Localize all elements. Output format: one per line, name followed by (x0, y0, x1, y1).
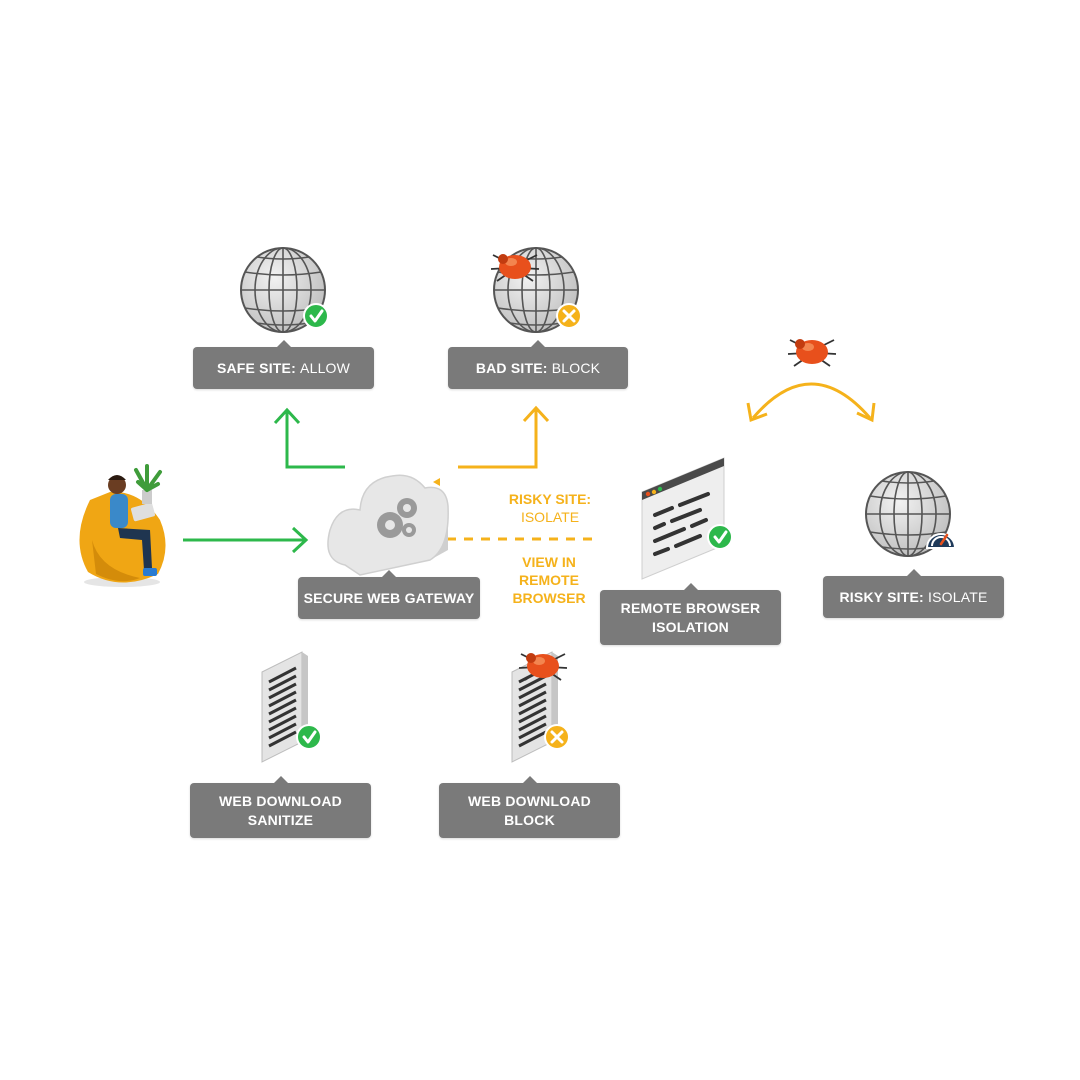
bad-site-label: BAD SITE: BLOCK (448, 340, 628, 389)
safe-site-label: SAFE SITE: ALLOW (193, 340, 374, 389)
risky-site-label: RISKY SITE: ISOLATE (823, 569, 1004, 618)
arrow-icon (458, 405, 550, 469)
bad-site-label-bold: BAD SITE: (475, 359, 548, 376)
user-on-beanbag-icon (79, 464, 166, 587)
bug-icon (787, 338, 837, 367)
gauge-badge-icon (925, 533, 957, 549)
checkmark-badge-icon (706, 523, 734, 551)
risky-flow-line1: RISKY SITE: (508, 491, 592, 507)
rbi-label-line1: REMOTE BROWSER (620, 599, 761, 616)
risky-site-label-action: ISOLATE (928, 588, 988, 605)
flow-arrows (183, 382, 876, 554)
view-in-remote-browser-flow-text: VIEW IN REMOTE BROWSER (496, 553, 602, 607)
risky-site-label-bold: RISKY SITE: (839, 588, 924, 605)
arrow-icon (746, 382, 876, 423)
view-flow-line3: BROWSER (512, 590, 586, 606)
arrow-icon (183, 526, 309, 554)
browser-window-icon (641, 457, 725, 580)
safe-site-label-bold: SAFE SITE: (216, 359, 296, 376)
rbi-label-line2: ISOLATION (652, 618, 729, 635)
checkmark-badge-icon (302, 302, 330, 330)
risky-flow-line2: ISOLATE (520, 509, 580, 525)
x-badge-icon (543, 723, 571, 751)
cloud-gears-icon (327, 474, 449, 576)
arrow-icon (273, 407, 345, 469)
web-download-block-label: WEB DOWNLOAD BLOCK (439, 776, 620, 838)
download-block-label-line2: BLOCK (504, 811, 555, 828)
checkmark-badge-icon (295, 723, 323, 751)
secure-web-gateway-label: SECURE WEB GATEWAY (298, 570, 480, 619)
download-block-label-line1: WEB DOWNLOAD (468, 792, 591, 809)
view-flow-line2: REMOTE (519, 572, 579, 588)
web-download-sanitize-label: WEB DOWNLOAD SANITIZE (190, 776, 371, 838)
risky-site-isolate-flow-text: RISKY SITE: ISOLATE (496, 490, 604, 526)
bad-site-label-action: BLOCK (551, 359, 601, 376)
view-flow-line1: VIEW IN (522, 554, 576, 570)
plant-icon (134, 464, 162, 504)
safe-site-label-action: ALLOW (300, 359, 351, 376)
sanitize-label-line2: SANITIZE (247, 811, 314, 828)
sanitize-label-line1: WEB DOWNLOAD (219, 792, 342, 809)
gateway-label-text: SECURE WEB GATEWAY (303, 589, 475, 606)
remote-browser-isolation-label: REMOTE BROWSER ISOLATION (600, 583, 781, 645)
x-badge-icon (555, 302, 583, 330)
